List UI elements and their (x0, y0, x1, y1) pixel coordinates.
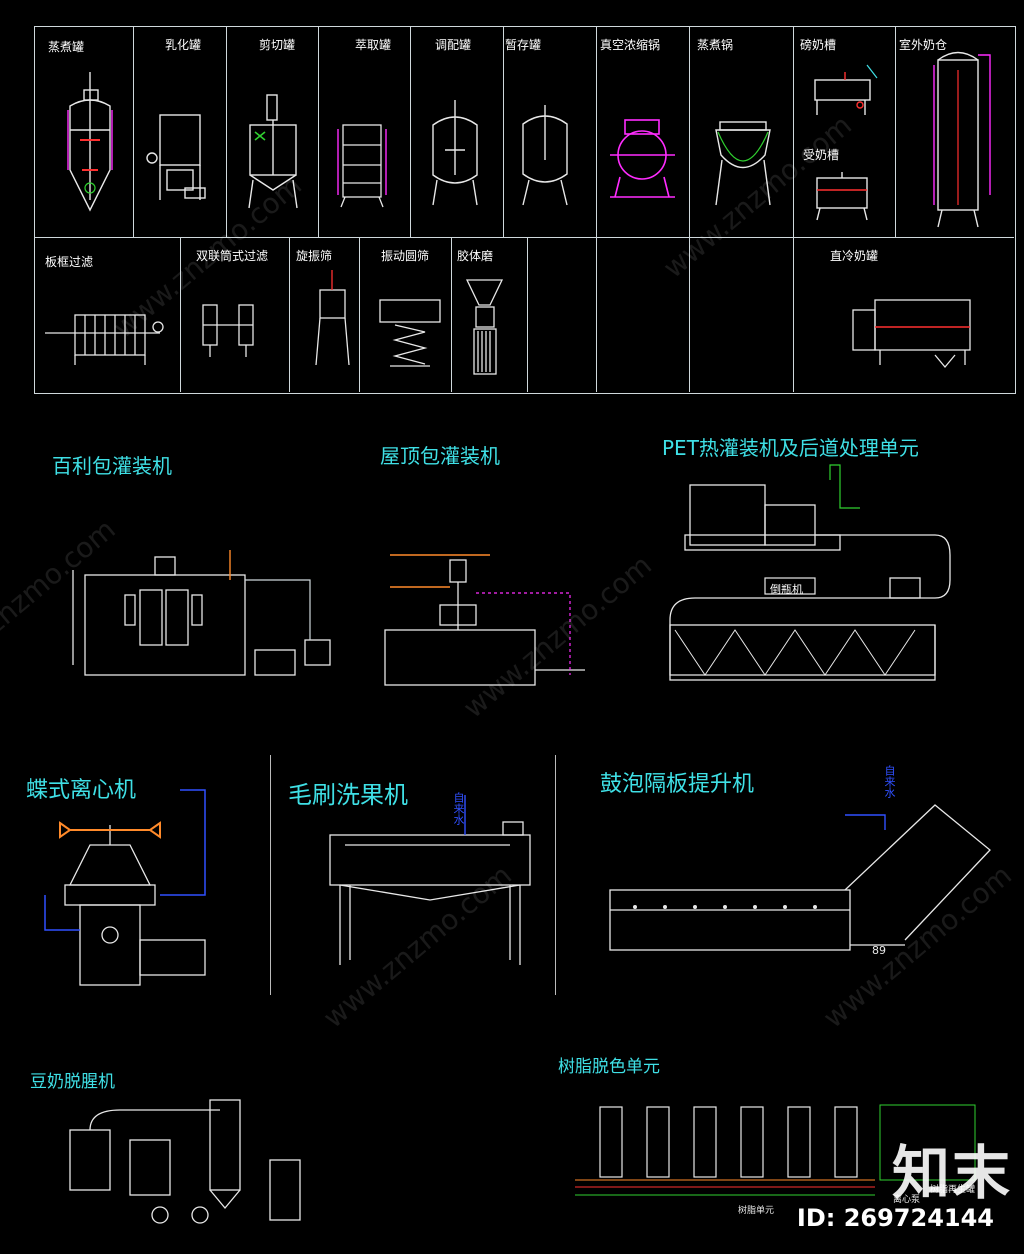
blending-tank-drawing (432, 100, 478, 206)
grid-col-divider (793, 26, 794, 237)
label-outdoor-milk-silo: 室外奶仓 (899, 38, 948, 52)
direct-cooling-milk-tank-drawing (852, 299, 971, 369)
title-roof-filler: 屋顶包灌装机 (380, 444, 500, 468)
title-pet-filler: PET热灌装机及后道处理单元 (662, 436, 919, 460)
bubble-elevator-number: 89 (872, 944, 886, 957)
grid-col-divider (318, 26, 319, 237)
grid-col-divider (689, 237, 690, 392)
label-storage-tank: 暂存罐 (505, 38, 542, 52)
storage-tank-drawing (522, 105, 568, 206)
grid-col-divider (359, 237, 360, 392)
title-resin-decolor: 树脂脱色单元 (558, 1057, 660, 1077)
bubble-elevator-drawing (609, 804, 991, 951)
grid-col-divider (451, 237, 452, 392)
resin-sub-label-unit: 树脂单元 (738, 1206, 775, 1216)
bubble-elevator-water-label: 自来水 (883, 765, 896, 798)
grid-col-divider (793, 237, 794, 392)
resin-sub-label-regen: 树脂再生罐 (930, 1185, 976, 1195)
label-cooking-tank: 蒸煮罐 (48, 40, 85, 54)
cooking-tank-drawing (67, 72, 113, 212)
resin-decolor-drawing (575, 1104, 976, 1196)
grid-col-divider (226, 26, 227, 237)
label-extraction-tank: 萃取罐 (355, 38, 392, 52)
label-plate-filter: 板框过滤 (45, 255, 94, 269)
soy-deodorizer-drawing (69, 1099, 301, 1224)
pet-inner-label: 倒瓶机 (770, 583, 803, 596)
grid-col-divider (689, 26, 690, 237)
grid-col-divider (596, 237, 597, 392)
vibrating-sieve-drawing (379, 299, 441, 367)
baili-filler-drawing (72, 550, 331, 676)
label-duplex-filter: 双联筒式过滤 (196, 249, 269, 263)
label-shear-tank: 剪切罐 (259, 38, 296, 52)
resin-sub-label-pump: 离心泵 (893, 1195, 921, 1205)
label-direct-cooling-milk-tank: 直冷奶罐 (830, 249, 879, 263)
extraction-tank-drawing (337, 124, 387, 208)
label-vacuum-concentrator: 真空浓缩锅 (600, 38, 661, 52)
section-divider (270, 755, 271, 995)
grid-col-divider (895, 26, 896, 237)
colloid-mill-drawing (465, 279, 504, 375)
outdoor-milk-silo-drawing (933, 51, 991, 228)
butterfly-centrifuge-drawing (44, 789, 206, 986)
emulsifying-tank-drawing (146, 114, 206, 200)
title-bubble-elevator: 鼓泡隔板提升机 (600, 772, 755, 797)
title-baili-filler: 百利包灌装机 (52, 454, 172, 478)
rotary-sieve-drawing (315, 270, 350, 366)
title-brush-fruit-washer: 毛刷洗果机 (288, 781, 408, 809)
grid-col-divider (410, 26, 411, 237)
label-vibrating-sieve: 振动圆筛 (381, 249, 430, 263)
cooking-pot-drawing (715, 121, 771, 206)
brand-logo: 知末 (891, 1139, 1012, 1207)
grid-col-divider (289, 237, 290, 392)
label-colloid-mill: 胶体磨 (457, 249, 494, 263)
title-soy-deodorizer: 豆奶脱腥机 (30, 1072, 115, 1092)
label-emulsifying-tank: 乳化罐 (165, 38, 202, 52)
grid-col-divider (503, 26, 504, 237)
brush-fruit-washer-drawing (329, 795, 531, 965)
milk-receiving-tank-drawing (816, 172, 868, 221)
shear-tank-drawing (248, 94, 298, 209)
grid-col-divider (133, 26, 134, 237)
brush-washer-water-label: 自来水 (452, 792, 465, 825)
image-id-label: ID: 269724144 (796, 1204, 994, 1232)
weighing-milk-tank-drawing (814, 64, 878, 115)
label-milk-receiving-tank: 受奶槽 (803, 148, 840, 162)
title-butterfly-centrifuge: 蝶式离心机 (26, 778, 137, 803)
vacuum-concentrator-drawing (610, 119, 675, 198)
roof-filler-drawing (384, 554, 585, 686)
duplex-filter-drawing (202, 304, 254, 357)
pet-filler-drawing (669, 464, 951, 681)
label-blending-tank: 调配罐 (435, 38, 472, 52)
grid-col-divider (596, 26, 597, 237)
label-weighing-milk-tank: 磅奶槽 (800, 38, 837, 52)
equipment-grid-panel (34, 26, 1016, 394)
grid-col-divider (527, 237, 528, 392)
label-rotary-sieve: 旋振筛 (296, 249, 333, 263)
plate-filter-drawing (45, 314, 164, 365)
section-divider (555, 755, 556, 995)
grid-row-divider (34, 237, 1014, 238)
label-cooking-pot: 蒸煮锅 (697, 38, 734, 52)
grid-col-divider (180, 237, 181, 392)
